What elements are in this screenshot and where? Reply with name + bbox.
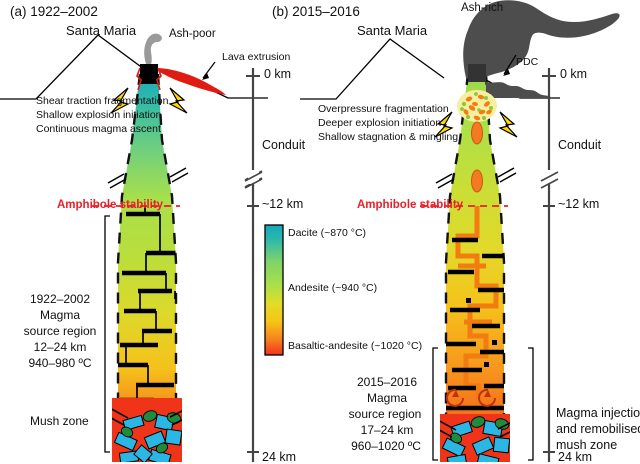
panel-a-process-line-2: Shallow explosion initiation bbox=[36, 109, 162, 121]
center-axis-tick-0: 0 km bbox=[264, 67, 292, 81]
panel-a-edifice-outline bbox=[0, 34, 268, 100]
pdc-arrow bbox=[503, 54, 517, 76]
panel-b-lightning-right bbox=[498, 111, 518, 138]
panel-b-conduit-wall-left bbox=[444, 73, 470, 462]
panel-b-volcano-name: Santa Maria bbox=[357, 23, 428, 38]
panel-b-source-line-3: source region bbox=[348, 407, 422, 421]
legend-label-andesite: Andesite (~940 °C) bbox=[288, 282, 378, 294]
panel-b-vent-plug bbox=[468, 64, 486, 82]
panel-a-title: (a) 1922–2002 bbox=[10, 4, 98, 19]
panel-b-source-line-1: 2015–2016 bbox=[356, 375, 418, 389]
panel-a-ash-poor-plume bbox=[144, 33, 162, 64]
panel-a-source-line-4: 12–24 km bbox=[33, 340, 87, 354]
panel-b-fracture-network bbox=[446, 206, 504, 414]
panel-b-magma-pods bbox=[471, 121, 483, 193]
panel-a-process-line-3: Continuous magma ascent bbox=[36, 123, 161, 135]
panel-b-source-bracket bbox=[432, 347, 438, 461]
panel-b-lightning-left bbox=[434, 111, 454, 138]
panel-b-source-line-2: Magma bbox=[366, 391, 407, 405]
legend-colorbar bbox=[264, 224, 284, 356]
right-axis-tick-12: ~12 km bbox=[558, 197, 600, 211]
panel-b-pdc-label: PDC bbox=[516, 56, 539, 68]
center-axis-tick-24: 24 km bbox=[262, 450, 297, 464]
panel-b-amphibole-label: Amphibole stability bbox=[357, 199, 464, 211]
panel-b-source-line-5: 960–1020 ºC bbox=[351, 439, 421, 453]
panel-a-source-line-2: Magma bbox=[39, 308, 80, 322]
panel-b-process-line-3: Shallow stagnation & mingling bbox=[318, 131, 459, 143]
lava-arrow bbox=[202, 61, 216, 80]
panel-b-fracture-dots bbox=[466, 298, 497, 367]
panel-b-right-note-2: and remobilised bbox=[556, 422, 640, 436]
panel-b-process-line-2: Deeper explosion initiation bbox=[318, 117, 442, 129]
panel-b-right-note-3: mush zone bbox=[556, 438, 618, 452]
panel-b-mush-zone bbox=[440, 414, 510, 462]
panel-a-source-line-5: 940–980 ºC bbox=[28, 356, 92, 370]
panel-a-lightning-right bbox=[168, 87, 188, 114]
right-depth-axis bbox=[542, 68, 556, 462]
panel-b-remobilisation-arrows bbox=[446, 388, 496, 407]
panel-b-title: (b) 2015–2016 bbox=[272, 4, 360, 19]
center-axis-conduit-label: Conduit bbox=[262, 138, 306, 152]
panel-a-process-line-1: Shear traction fragmentation bbox=[36, 95, 169, 107]
panel-b-black-fractures bbox=[446, 237, 504, 411]
right-axis-break bbox=[540, 171, 559, 189]
panel-a-vent-plug bbox=[140, 64, 158, 84]
panel-a-conduit-break bbox=[107, 167, 189, 189]
panel-a-source-bracket bbox=[104, 215, 110, 453]
panel-b-plume-label: Ash-rich bbox=[461, 2, 504, 14]
panel-b-source-line-4: 17–24 km bbox=[360, 423, 414, 437]
panel-a-volcano-name: Santa Maria bbox=[66, 23, 137, 38]
panel-b-ash-rich-plume bbox=[463, 0, 620, 80]
right-axis-tick-24: 24 km bbox=[558, 450, 593, 464]
center-axis-break bbox=[244, 171, 263, 189]
panel-a-lava-extrusion bbox=[158, 68, 226, 95]
panel-a-lightning-left bbox=[110, 87, 130, 114]
center-depth-axis bbox=[244, 68, 263, 462]
panel-b-pdc-deposit bbox=[486, 82, 552, 98]
panel-a-mush-zone bbox=[112, 398, 182, 462]
center-axis-tick-12: ~12 km bbox=[262, 197, 304, 211]
legend-label-basaltic-andesite: Basaltic-andesite (~1020 °C) bbox=[288, 340, 423, 352]
right-axis-conduit-label: Conduit bbox=[558, 138, 602, 152]
panel-a-source-line-3: source region bbox=[23, 324, 97, 338]
panel-a-lava-label: Lava extrusion bbox=[222, 51, 291, 63]
panel-b-mingling-speckles bbox=[460, 92, 493, 121]
panel-b-right-bracket bbox=[528, 347, 534, 461]
right-axis-tick-0: 0 km bbox=[560, 67, 588, 81]
panel-a-conduit-wall-left bbox=[116, 73, 142, 462]
legend-label-dacite: Dacite (~870 °C) bbox=[288, 227, 367, 239]
panel-a-conduit-wall-right bbox=[156, 73, 178, 462]
panel-b-process-line-1: Overpressure fragmentation bbox=[318, 103, 449, 115]
panel-a-vent-cracks bbox=[136, 67, 162, 91]
panel-a-plume-label: Ash-poor bbox=[169, 28, 216, 40]
panel-b-right-note-1: Magma injection bbox=[556, 406, 640, 420]
panel-a-amphibole-label: Amphibole stability bbox=[57, 199, 164, 211]
panel-b-conduit-break bbox=[435, 167, 517, 189]
panel-a-mush-label: Mush zone bbox=[30, 414, 89, 428]
panel-a-source-line-1: 1922–2002 bbox=[29, 292, 91, 306]
